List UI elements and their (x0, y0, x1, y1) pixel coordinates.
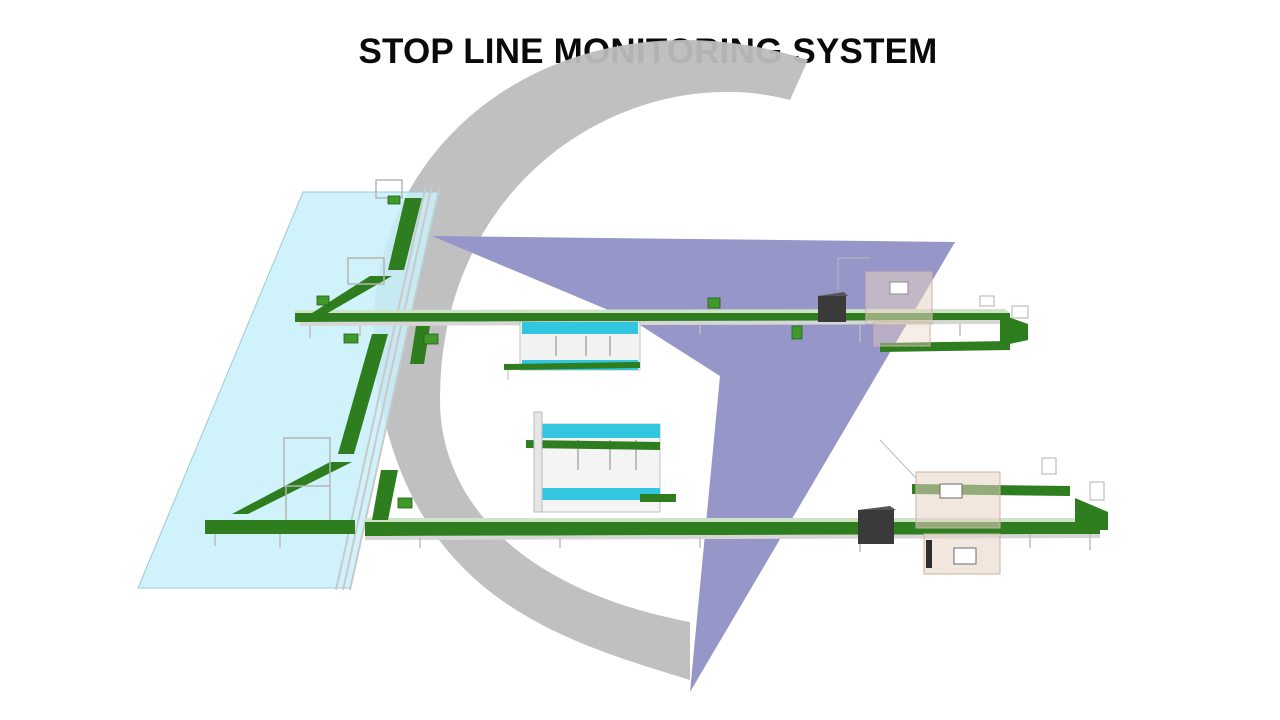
conveyor-upper-return (880, 341, 1010, 352)
logo-triangle (432, 236, 955, 692)
stop-box-units (818, 292, 896, 544)
conveyor-diagonal-segments (232, 198, 430, 520)
part-bins (316, 195, 803, 509)
workstation-lower (526, 411, 676, 513)
workstation-upper (504, 321, 641, 380)
side-railings (979, 295, 1105, 501)
logo-emblem (373, 40, 955, 692)
inspection-cabin-upper (837, 257, 933, 347)
inspection-cabin-lower (879, 439, 1001, 575)
stop-box-upper (818, 292, 848, 322)
lift-station-frames (283, 179, 403, 520)
stop-box-lower (858, 506, 896, 544)
